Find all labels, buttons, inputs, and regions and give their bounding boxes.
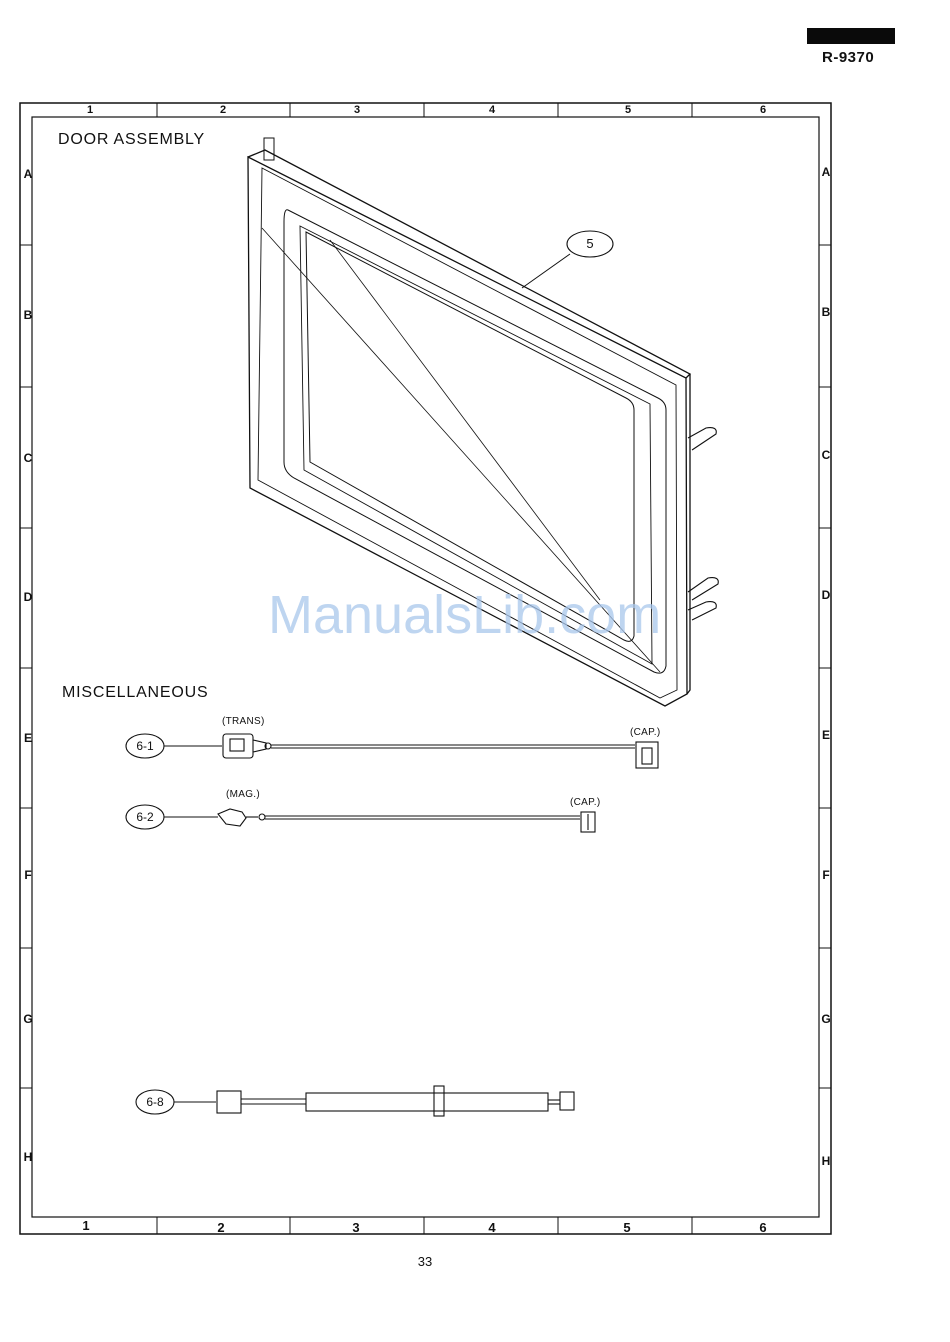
row-label-d-right: D [819, 588, 833, 602]
row-label-h-right: H [819, 1154, 833, 1168]
label-mag: (MAG.) [226, 789, 260, 800]
col-label-5-top: 5 [618, 104, 638, 116]
callout-6-1: 6-1 [129, 739, 161, 753]
col-label-3-bottom: 3 [346, 1220, 366, 1235]
row-label-a-left: A [21, 167, 35, 181]
row-label-h-left: H [21, 1150, 35, 1164]
harness-6-8 [136, 1086, 574, 1116]
row-label-c-left: C [21, 451, 35, 465]
row-label-f-right: F [819, 868, 833, 882]
col-label-2-bottom: 2 [211, 1220, 231, 1235]
inner-frame [32, 117, 819, 1217]
row-label-c-right: C [819, 448, 833, 462]
callout-6-8: 6-8 [139, 1095, 171, 1109]
column-ticks-bottom [157, 1217, 692, 1234]
col-label-3-top: 3 [347, 104, 367, 116]
harness-6-2 [126, 805, 595, 832]
row-label-b-left: B [21, 308, 35, 322]
callout-5: 5 [580, 236, 600, 251]
col-label-4-bottom: 4 [482, 1220, 502, 1235]
col-label-1-bottom: 1 [76, 1218, 96, 1233]
label-trans: (TRANS) [222, 716, 265, 727]
row-ticks-right [819, 245, 831, 1088]
col-label-1-top: 1 [80, 104, 100, 116]
door-assembly-title: DOOR ASSEMBLY [58, 131, 205, 149]
label-cap-1: (CAP.) [630, 727, 661, 738]
col-label-6-top: 6 [753, 104, 773, 116]
miscellaneous-title: MISCELLANEOUS [62, 684, 208, 702]
row-label-e-right: E [819, 728, 833, 742]
row-label-d-left: D [21, 590, 35, 604]
col-label-5-bottom: 5 [617, 1220, 637, 1235]
page-number: 33 [400, 1254, 450, 1269]
row-label-e-left: E [21, 731, 35, 745]
row-label-a-right: A [819, 165, 833, 179]
callout-6-2: 6-2 [129, 810, 161, 824]
column-ticks-top [157, 103, 692, 117]
col-label-4-top: 4 [482, 104, 502, 116]
row-label-g-right: G [819, 1012, 833, 1026]
outer-frame [20, 103, 831, 1234]
col-label-2-top: 2 [213, 104, 233, 116]
row-ticks-left [20, 245, 32, 1088]
row-label-b-right: B [819, 305, 833, 319]
row-label-f-left: F [21, 868, 35, 882]
label-cap-2: (CAP.) [570, 797, 601, 808]
row-label-g-left: G [21, 1012, 35, 1026]
watermark: ManualsLib.com [268, 584, 661, 646]
harness-6-1 [126, 734, 658, 768]
col-label-6-bottom: 6 [753, 1220, 773, 1235]
